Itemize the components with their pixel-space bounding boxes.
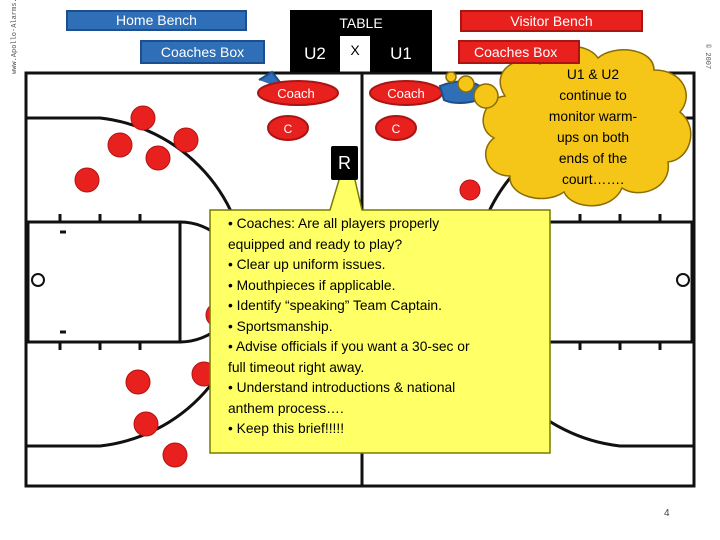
watermark-right: © 2007 xyxy=(703,44,712,69)
visitor-bench-label: Visitor Bench xyxy=(460,10,643,32)
visitor-coaches-box-label: Coaches Box xyxy=(458,40,580,64)
umpire-u2-label: U2 xyxy=(290,36,340,72)
home-c-label: C xyxy=(284,122,293,136)
cloud-line: ups on both xyxy=(556,130,630,145)
cloud-line: monitor warm- xyxy=(548,109,638,124)
player xyxy=(125,369,151,395)
visitor-c-marker xyxy=(375,115,417,141)
referee-marker: R xyxy=(331,146,358,180)
visitor-coach-label: Coach xyxy=(387,86,425,101)
home-coach-label: Coach xyxy=(277,86,315,101)
cloud-line: continue to xyxy=(559,88,627,103)
cloud-line: U1 & U2 xyxy=(566,67,620,82)
lane-marks xyxy=(58,214,662,350)
checklist-line: • Understand introductions & national xyxy=(228,380,456,395)
left-hoop xyxy=(31,273,45,287)
home-c-marker xyxy=(267,115,309,141)
watermark-left: www.Apollo-Alarms.com xyxy=(11,0,19,74)
cloud-callout xyxy=(445,45,692,207)
cloud-line: court……. xyxy=(561,172,625,187)
player xyxy=(74,167,100,193)
player xyxy=(130,105,156,131)
umpire-u1-label: U1 xyxy=(370,36,432,72)
home-coach-marker xyxy=(257,80,339,106)
player xyxy=(459,179,481,201)
coach-checklist: • Coaches: Are all players properly equi… xyxy=(228,214,538,440)
table-x-label: X xyxy=(340,38,370,62)
player xyxy=(133,411,159,437)
checklist-line: • Mouthpieces if applicable. xyxy=(228,277,396,293)
visitor-c-label: C xyxy=(392,122,401,136)
cloud-note: U1 & U2 continue to monitor warm- ups on… xyxy=(514,64,672,190)
checklist-line: • Clear up uniform issues. xyxy=(228,257,386,272)
right-hoop xyxy=(676,273,690,287)
home-bench-label: Home Bench xyxy=(66,10,247,31)
checklist-line: • Advise officials if you want a 30-sec … xyxy=(228,339,470,354)
player xyxy=(162,442,188,468)
checklist-line: • Keep this brief!!!!! xyxy=(228,421,345,436)
checklist-line: • Coaches: Are all players properly xyxy=(228,216,440,231)
player xyxy=(173,127,199,153)
checklist-line: anthem process…. xyxy=(228,400,344,416)
checklist-line: equipped and ready to play? xyxy=(228,236,403,252)
cloud-line: ends of the xyxy=(558,151,628,166)
court-boundary xyxy=(24,71,696,488)
right-key xyxy=(543,220,694,344)
scorer-table-label: TABLE xyxy=(290,10,432,36)
left-key xyxy=(26,220,182,344)
checklist-line: • Sportsmanship. xyxy=(228,318,333,334)
home-coaches-box-label: Coaches Box xyxy=(140,40,265,64)
player xyxy=(107,132,133,158)
player xyxy=(145,145,171,171)
checklist-line: • Identify “speaking” Team Captain. xyxy=(228,298,442,313)
page-number: 4 xyxy=(664,508,670,519)
checklist-line: full timeout right away. xyxy=(228,359,365,375)
note-callout xyxy=(209,147,551,454)
